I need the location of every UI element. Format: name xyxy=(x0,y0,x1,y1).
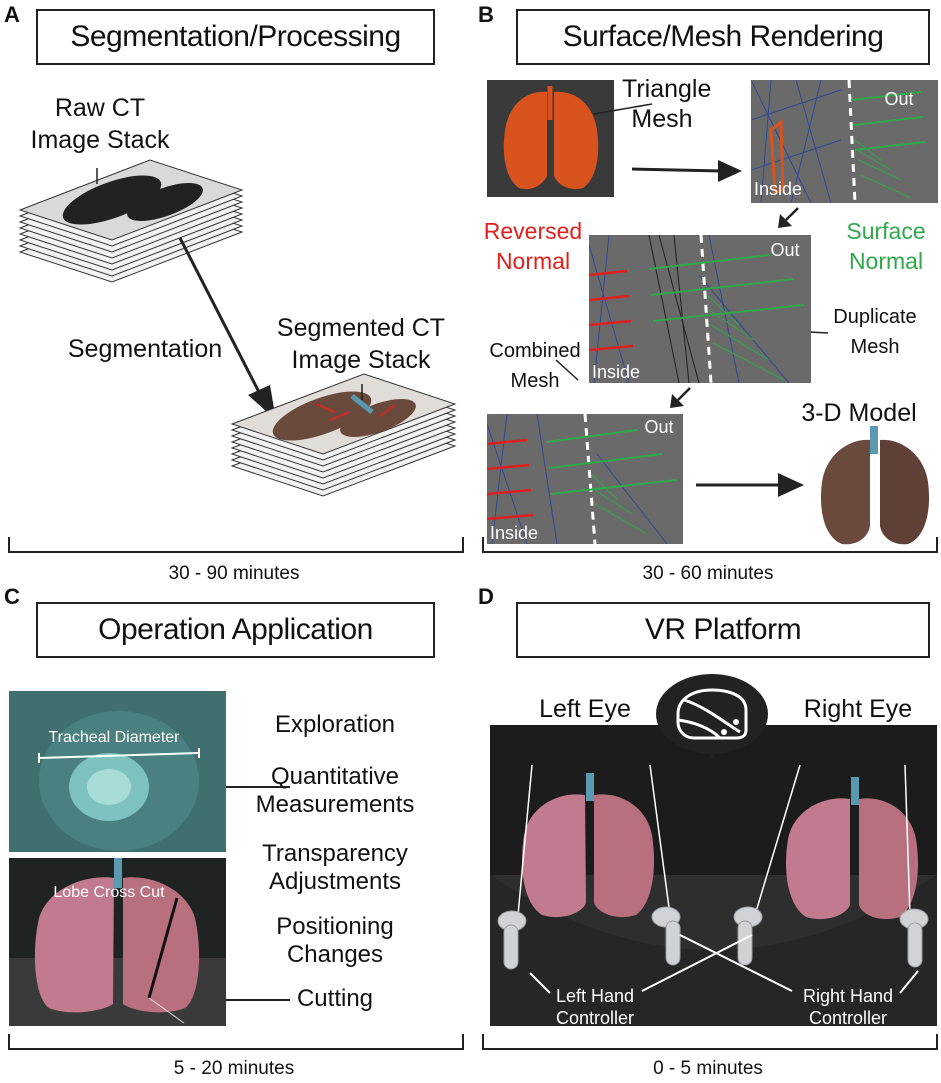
triangle-mesh-label: Triangle Mesh xyxy=(622,75,712,133)
lobe-cross-cut-label: Lobe Cross Cut xyxy=(53,884,165,901)
panel-c-bracket xyxy=(8,1034,464,1050)
vr-view-image: Left Hand Controller Right Hand Controll… xyxy=(490,725,937,1026)
panel-letter-a: A xyxy=(4,2,20,27)
vr-headset-icon xyxy=(656,674,768,760)
panel-a-title: Segmentation/Processing xyxy=(36,9,435,65)
segmented-ct-stack xyxy=(230,373,457,497)
panel-d-time: 0 - 5 minutes xyxy=(653,1058,763,1079)
step-cutting: Cutting xyxy=(296,985,374,1012)
step-quantitative-measurements: Quantitative Measurements xyxy=(255,763,415,818)
panel-letter-b: B xyxy=(478,2,494,27)
triangle-mesh-image xyxy=(487,80,614,197)
panel-letter-d: D xyxy=(478,584,494,609)
lobe-cut-image: Lobe Cross Cut xyxy=(9,858,226,1026)
step-exploration: Exploration xyxy=(274,711,396,738)
segmented-ct-label: Segmented CT Image Stack xyxy=(276,314,446,374)
panel-c-title: Operation Application xyxy=(36,602,435,658)
panel-d-bracket xyxy=(482,1034,938,1050)
segmentation-process-label: Segmentation xyxy=(67,335,223,363)
panel-d-title: VR Platform xyxy=(516,602,930,658)
panel-b-time: 30 - 60 minutes xyxy=(642,563,774,584)
mesh-view-combined: Out Inside xyxy=(487,414,683,544)
raw-ct-label: Raw CT Image Stack xyxy=(30,94,170,154)
3d-model-image xyxy=(820,426,930,545)
tracheal-view-image: Tracheal Diameter xyxy=(9,691,226,852)
left-eye-label: Left Eye xyxy=(539,695,631,723)
mesh-view-combined-inside: Inside xyxy=(489,523,539,543)
mesh-view-duplicate-inside: Inside xyxy=(591,362,641,382)
panel-b-bracket xyxy=(482,537,938,553)
mesh-view-initial-out: Out xyxy=(884,89,914,109)
mesh-view-initial: Out Inside xyxy=(751,80,938,203)
left-hand-controller-label: Left Hand Controller xyxy=(555,986,635,1026)
right-hand-controller-label: Right Hand Controller xyxy=(802,986,894,1026)
mesh-view-combined-out: Out xyxy=(644,417,674,437)
reversed-normal-label: Reversed Normal xyxy=(483,218,583,274)
combined-mesh-label: Combined Mesh xyxy=(489,340,581,392)
panel-letter-c: C xyxy=(4,584,20,609)
raw-ct-stack xyxy=(18,159,244,283)
mesh-view-duplicate: Out Inside xyxy=(589,235,811,383)
panel-c-time: 5 - 20 minutes xyxy=(173,1058,295,1079)
step-transparency-adjustments: Transparency Adjustments xyxy=(262,840,408,895)
tracheal-diameter-label: Tracheal Diameter xyxy=(48,729,180,746)
right-eye-label: Right Eye xyxy=(803,695,913,723)
step-positioning-changes: Positioning Changes xyxy=(276,913,394,968)
panel-b-title: Surface/Mesh Rendering xyxy=(516,9,930,65)
mesh-view-duplicate-out: Out xyxy=(770,240,800,260)
mesh-view-initial-inside: Inside xyxy=(753,179,803,199)
panel-a-bracket xyxy=(8,537,464,553)
panel-a-time: 30 - 90 minutes xyxy=(168,563,300,584)
surface-normal-label: Surface Normal xyxy=(846,218,926,274)
model-label: 3-D Model xyxy=(801,399,917,427)
duplicate-mesh-label: Duplicate Mesh xyxy=(833,306,917,358)
